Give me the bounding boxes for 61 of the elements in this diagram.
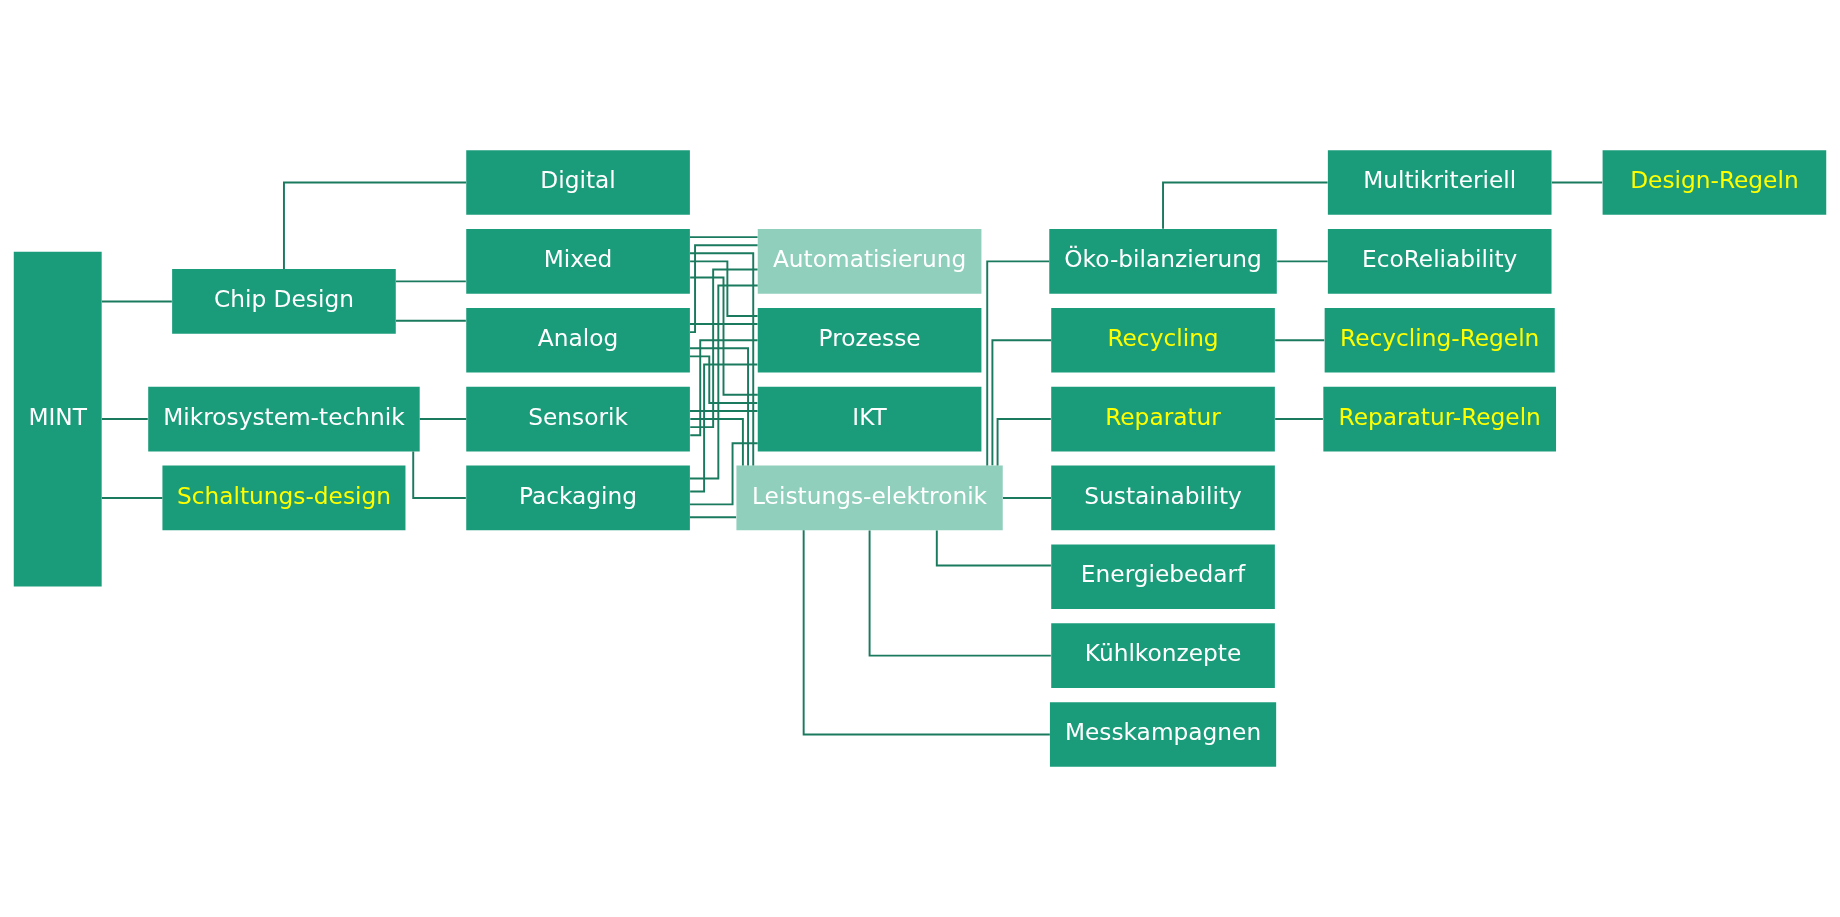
connector (1162, 181, 1329, 230)
connector (395, 319, 467, 322)
connector (689, 260, 759, 317)
connector (100, 418, 149, 421)
node-box: Schaltungs-design (162, 465, 406, 531)
connector (100, 300, 173, 303)
connector (688, 323, 759, 326)
connector (986, 260, 1051, 467)
connector (868, 529, 1052, 657)
connector (689, 339, 759, 437)
connector (1274, 339, 1326, 342)
connector (1274, 418, 1324, 421)
node-box: Analog (466, 307, 690, 373)
connector (689, 363, 759, 493)
connector (689, 252, 755, 467)
node-box: Packaging (466, 465, 690, 531)
connector (688, 355, 759, 404)
node-box: Messkampagnen (1049, 702, 1277, 767)
node-box: Sensorik (466, 386, 690, 452)
node-box: Chip Design (172, 269, 396, 334)
connector (802, 529, 1051, 736)
node-box: EcoReliability (1327, 229, 1552, 294)
node-box: Design-Regeln (1602, 150, 1827, 215)
node-box: Mikrosystem-technik (148, 386, 420, 452)
connector (1550, 181, 1604, 184)
node-box: Prozesse (757, 307, 982, 373)
connector (1276, 260, 1329, 263)
connector (688, 516, 738, 519)
node-box: Multikriteriell (1327, 150, 1552, 215)
connector (395, 280, 467, 283)
connector (282, 181, 467, 270)
node-box: Recycling (1051, 307, 1275, 373)
node-box: Reparatur (1051, 386, 1275, 452)
connector (418, 418, 468, 421)
node-box: Digital (466, 150, 690, 215)
connector (1002, 496, 1052, 499)
node-box: Kühlkonzepte (1051, 623, 1275, 688)
connector (996, 418, 1052, 467)
connector (689, 418, 744, 467)
node-box: Recycling-Regeln (1324, 307, 1555, 373)
connector (412, 450, 467, 499)
connector (991, 339, 1053, 467)
connector (688, 410, 759, 412)
connector (688, 236, 759, 239)
connector (689, 276, 759, 396)
connector (100, 496, 164, 499)
node-box: Leistungs-elektronik (736, 465, 1003, 531)
node-box: Öko-bilanzierung (1049, 229, 1277, 294)
node-box: Reparatur-Regeln (1323, 386, 1557, 452)
node-box: Sustainability (1051, 465, 1275, 531)
connector (689, 268, 759, 429)
node-box: IKT (757, 386, 982, 452)
node-box: Energiebedarf (1051, 544, 1275, 610)
node-box: MINT (13, 251, 102, 587)
connector (935, 529, 1052, 567)
connector (689, 244, 759, 334)
connector (688, 284, 759, 480)
connector (688, 442, 759, 506)
node-box: Mixed (466, 229, 690, 294)
connector (689, 347, 750, 467)
node-box: Automatisierung (757, 229, 982, 294)
